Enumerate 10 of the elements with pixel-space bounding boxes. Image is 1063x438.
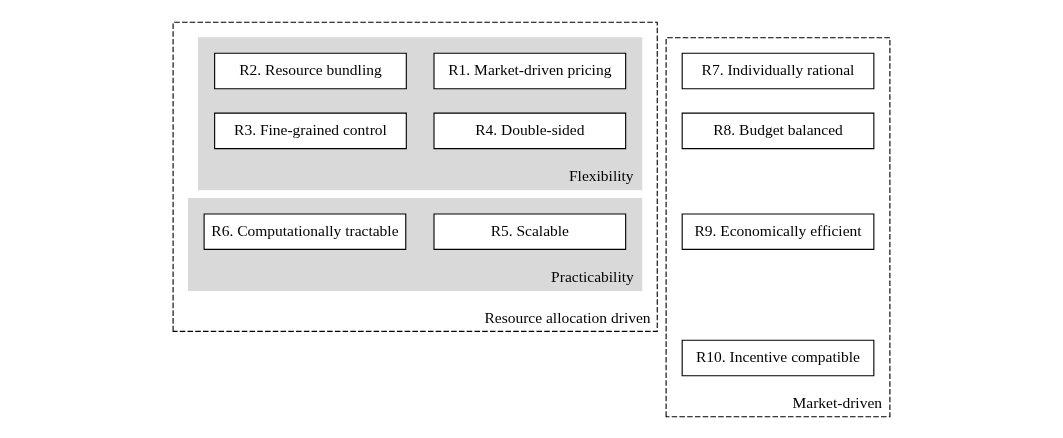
node-box: R4. Double-sided [433,112,627,149]
node-box: R6. Computationally tractable [203,212,407,250]
node-box: R10. Incentive compatible [681,339,875,376]
node-box: R3. Fine-grained control [214,112,407,149]
node-box: R7. Individually rational [681,52,875,89]
node-box: R9. Economically efficient [681,212,875,250]
node-box: R5. Scalable [433,212,627,250]
node-box: R8. Budget balanced [681,112,875,149]
node-box: R1. Market-driven pricing [433,52,627,89]
node-box: R2. Resource bundling [214,52,407,89]
